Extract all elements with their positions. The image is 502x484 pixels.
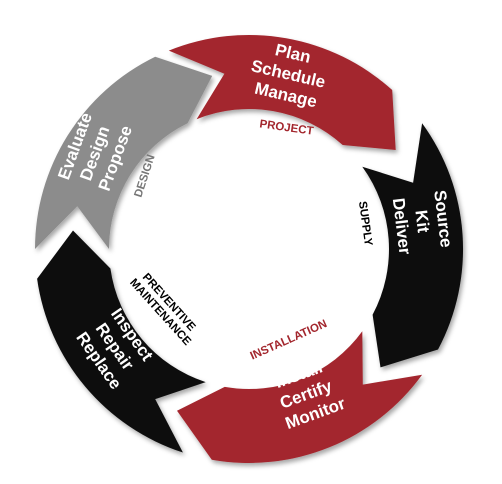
label-supply: SUPPLY: [356, 200, 374, 247]
segment-project-arrow: [168, 35, 396, 150]
segment-design-arrow: [35, 56, 213, 250]
label-installation: INSTALLATION: [249, 318, 329, 363]
segment-preventive-maintenance-arrow: [37, 230, 206, 453]
ring: [35, 35, 464, 463]
label-project: PROJECT: [259, 118, 314, 137]
segment-supply-arrow: [362, 123, 464, 368]
inner-labels: PROJECT SUPPLY INSTALLATION PREVENTIVE M…: [127, 118, 374, 362]
segment-installation-arrow: [177, 331, 423, 463]
